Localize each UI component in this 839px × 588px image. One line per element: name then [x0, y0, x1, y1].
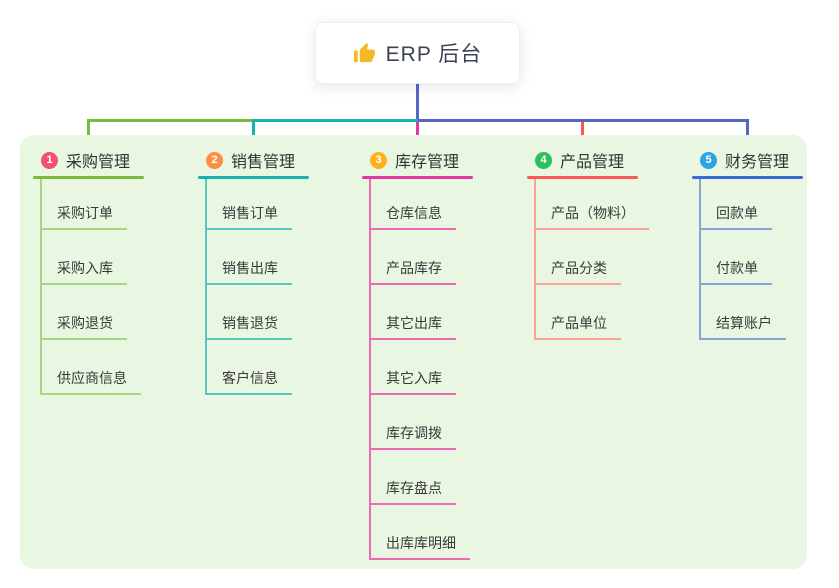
root-node[interactable]: ERP 后台 — [315, 22, 520, 84]
child-node[interactable]: 其它入库 — [369, 369, 456, 395]
child-node-label: 仓库信息 — [369, 203, 456, 230]
branch-title: 采购管理 — [66, 154, 131, 171]
child-node[interactable]: 库存盘点 — [369, 479, 456, 505]
child-node-label: 库存调拨 — [369, 423, 456, 450]
child-node-label: 销售订单 — [205, 203, 292, 230]
child-node-label: 采购入库 — [40, 258, 127, 285]
branch-number-badge: 4 — [535, 151, 552, 169]
child-node[interactable]: 销售订单 — [205, 204, 292, 230]
child-node[interactable]: 其它出库 — [369, 314, 456, 340]
child-node-label: 其它出库 — [369, 313, 456, 340]
branch-underline — [33, 176, 144, 179]
branch-underline — [198, 176, 309, 179]
child-node-label: 采购订单 — [40, 203, 127, 230]
branch-title: 销售管理 — [231, 154, 296, 171]
child-node[interactable]: 库存调拨 — [369, 424, 456, 450]
child-node-label: 付款单 — [699, 258, 772, 285]
child-node[interactable]: 供应商信息 — [40, 369, 141, 395]
branch-drop-line — [87, 119, 90, 147]
child-node-label: 库存盘点 — [369, 478, 456, 505]
root-drop-line — [416, 82, 419, 122]
child-node[interactable]: 产品单位 — [534, 314, 621, 340]
branch-number-badge: 3 — [370, 151, 387, 169]
child-node[interactable]: 产品分类 — [534, 259, 621, 285]
branch-tree-line — [699, 179, 701, 340]
branch-drop-line — [416, 122, 419, 147]
branch-number-badge: 2 — [206, 151, 223, 169]
branch-title: 产品管理 — [560, 154, 625, 171]
branch-tree-line — [40, 179, 42, 395]
child-node-label: 产品单位 — [534, 313, 621, 340]
child-node-label: 其它入库 — [369, 368, 456, 395]
branch-title: 库存管理 — [395, 154, 460, 171]
child-node-label: 销售出库 — [205, 258, 292, 285]
branch-topic-5[interactable]: 5 财务管理 — [692, 148, 789, 172]
thumbs-up-icon — [353, 42, 376, 65]
branch-drop-line — [581, 122, 584, 147]
branch-number-badge: 1 — [41, 151, 58, 169]
child-node-label: 结算账户 — [699, 313, 786, 340]
branch-underline — [362, 176, 473, 179]
child-node[interactable]: 客户信息 — [205, 369, 292, 395]
branch-underline — [527, 176, 638, 179]
child-node-label: 采购退货 — [40, 313, 127, 340]
child-node-label: 供应商信息 — [40, 368, 141, 395]
child-node[interactable]: 付款单 — [699, 259, 772, 285]
branch-topic-4[interactable]: 4 产品管理 — [527, 148, 624, 172]
child-node[interactable]: 销售出库 — [205, 259, 292, 285]
branch-topic-2[interactable]: 2 销售管理 — [198, 148, 295, 172]
branch-tree-line — [369, 179, 371, 560]
branch-title: 财务管理 — [725, 154, 790, 171]
child-node[interactable]: 产品库存 — [369, 259, 456, 285]
child-node-label: 产品分类 — [534, 258, 621, 285]
branch-number-badge: 5 — [700, 151, 717, 169]
child-node[interactable]: 产品（物料） — [534, 204, 649, 230]
connector-segment-teal — [253, 119, 418, 122]
child-node-label: 出库库明细 — [369, 533, 470, 560]
branch-tree-line — [534, 179, 536, 340]
branches-panel — [20, 135, 807, 569]
child-node[interactable]: 采购订单 — [40, 204, 127, 230]
branch-underline — [692, 176, 803, 179]
child-node[interactable]: 回款单 — [699, 204, 772, 230]
child-node[interactable]: 销售退货 — [205, 314, 292, 340]
child-node[interactable]: 采购退货 — [40, 314, 127, 340]
branch-drop-line — [252, 119, 255, 147]
child-node[interactable]: 仓库信息 — [369, 204, 456, 230]
connector-segment-green — [88, 119, 254, 122]
child-node-label: 产品库存 — [369, 258, 456, 285]
child-node-label: 回款单 — [699, 203, 772, 230]
child-node[interactable]: 采购入库 — [40, 259, 127, 285]
branch-tree-line — [205, 179, 207, 395]
child-node-label: 产品（物料） — [534, 203, 649, 230]
root-node-label: ERP 后台 — [385, 43, 483, 66]
branch-topic-3[interactable]: 3 库存管理 — [362, 148, 459, 172]
child-node[interactable]: 出库库明细 — [369, 534, 470, 560]
branch-topic-1[interactable]: 1 采购管理 — [33, 148, 130, 172]
child-node[interactable]: 结算账户 — [699, 314, 786, 340]
connector-segment-indigo — [417, 119, 749, 122]
child-node-label: 销售退货 — [205, 313, 292, 340]
branch-drop-line — [746, 119, 749, 147]
child-node-label: 客户信息 — [205, 368, 292, 395]
